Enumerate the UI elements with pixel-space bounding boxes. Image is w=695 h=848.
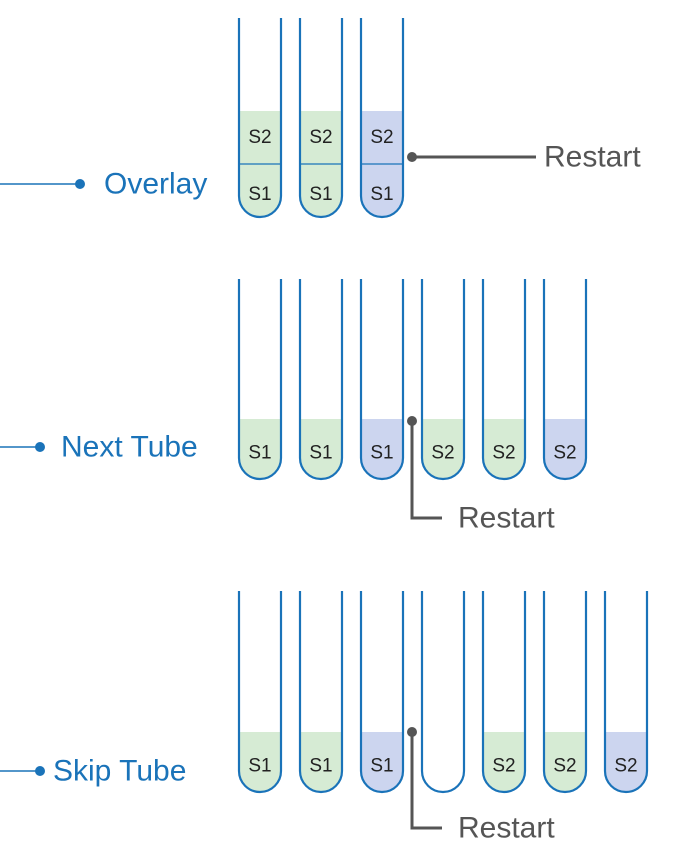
restart-marker: Restart xyxy=(407,727,555,845)
tube: S1 S2 xyxy=(359,18,405,219)
tube-outline xyxy=(420,591,466,794)
tube-layer-fill xyxy=(300,111,342,164)
tube-outline xyxy=(603,591,649,794)
restart-label: Restart xyxy=(458,502,555,535)
tube-layer-fill xyxy=(300,164,342,217)
tube-layer-fill xyxy=(239,419,281,479)
tube-outline xyxy=(481,591,527,794)
tube-outline xyxy=(237,591,283,794)
tube-layer-label: S2 xyxy=(553,443,576,464)
tube-outline xyxy=(542,279,588,481)
tube: S2 xyxy=(542,591,588,794)
tube-layer-label: S2 xyxy=(492,443,515,464)
tube: S2 xyxy=(481,591,527,794)
restart-marker: Restart xyxy=(407,416,555,535)
tube-outline xyxy=(359,591,405,794)
tube-layer-label: S1 xyxy=(309,443,332,464)
tube-layer-label: S2 xyxy=(553,756,576,777)
tube-layer-fill xyxy=(361,732,403,792)
tube-layer-label: S2 xyxy=(614,756,637,777)
tube-layer-fill xyxy=(544,732,586,792)
tube: S2 xyxy=(603,591,649,794)
tube-outline xyxy=(298,279,344,481)
tube: S1 xyxy=(298,279,344,481)
tube: S2 xyxy=(420,279,466,481)
tube-layer-fill xyxy=(239,732,281,792)
tube-layer-label: S1 xyxy=(248,443,271,464)
tube-outline xyxy=(359,279,405,481)
tube-layer-label: S2 xyxy=(492,756,515,777)
tube-outline xyxy=(359,18,405,219)
tube-outline xyxy=(298,591,344,794)
restart-line xyxy=(410,421,442,520)
restart-label: Restart xyxy=(544,141,641,174)
tube-layer-fill xyxy=(483,419,525,479)
restart-marker: Restart xyxy=(407,141,641,174)
option-label: Overlay xyxy=(104,168,207,201)
tube-layer-label: S2 xyxy=(370,127,393,148)
restart-dot xyxy=(407,727,417,737)
restart-label: Restart xyxy=(458,812,555,845)
tube-layer-label: S2 xyxy=(309,127,332,148)
tube-layer-fill xyxy=(483,732,525,792)
tube-layer-fill xyxy=(361,164,403,217)
tube xyxy=(420,591,466,794)
tube-layer-label: S2 xyxy=(431,443,454,464)
tube: S1 S2 xyxy=(237,18,283,219)
tube-layer-fill xyxy=(361,419,403,479)
tube-layer-label: S2 xyxy=(248,127,271,148)
tube-outline xyxy=(481,279,527,481)
tube: S1 xyxy=(298,591,344,794)
tube: S1 S2 xyxy=(298,18,344,219)
tube-layer-label: S1 xyxy=(370,184,393,205)
restart-dot xyxy=(407,152,417,162)
option-leader-dot xyxy=(75,179,85,189)
tube-layer-fill xyxy=(361,111,403,164)
tube-outline xyxy=(237,279,283,481)
restart-line xyxy=(410,732,442,830)
tube-layer-fill xyxy=(300,732,342,792)
tube-layer-label: S1 xyxy=(370,443,393,464)
tube: S1 xyxy=(359,279,405,481)
restart-dot xyxy=(407,416,417,426)
tube-layer-fill xyxy=(239,164,281,217)
tube: S2 xyxy=(542,279,588,481)
tube: S1 xyxy=(237,279,283,481)
tube-layer-fill xyxy=(422,419,464,479)
tube-layer-fill xyxy=(544,419,586,479)
tube-layer-label: S1 xyxy=(309,184,332,205)
option-leader-dot xyxy=(35,442,45,452)
option-leader-dot xyxy=(35,766,45,776)
tube-layer-label: S1 xyxy=(370,756,393,777)
option-label: Next Tube xyxy=(61,431,198,464)
tube: S2 xyxy=(481,279,527,481)
tube-layer-fill xyxy=(300,419,342,479)
tube-outline xyxy=(298,18,344,219)
tube: S1 xyxy=(359,591,405,794)
tube-outline xyxy=(237,18,283,219)
tube-layer-label: S1 xyxy=(248,756,271,777)
tube-layer-fill xyxy=(239,111,281,164)
tube-outline xyxy=(542,591,588,794)
tube-layer-fill xyxy=(605,732,647,792)
tube-outline xyxy=(420,279,466,481)
tube: S1 xyxy=(237,591,283,794)
tube-layer-label: S1 xyxy=(309,756,332,777)
tube-layer-label: S1 xyxy=(248,184,271,205)
option-label: Skip Tube xyxy=(53,755,186,788)
